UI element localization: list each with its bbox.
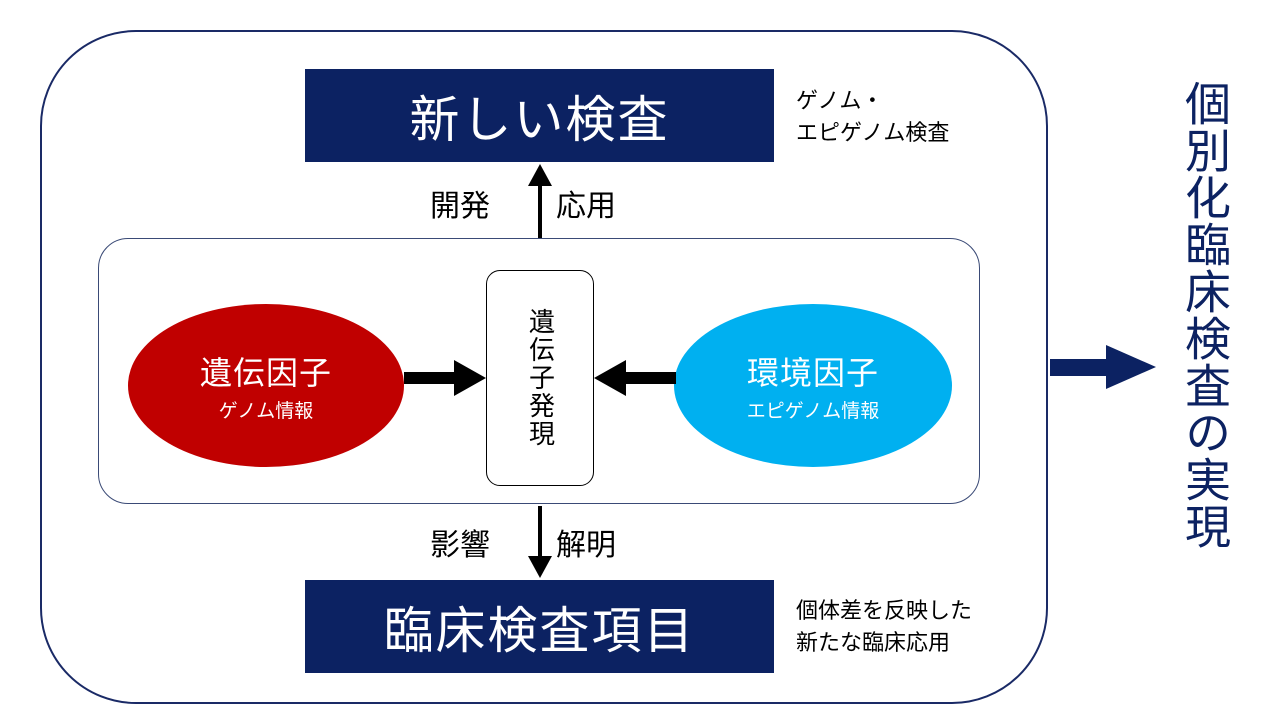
new-test-box: 新しい検査: [305, 69, 774, 162]
elucidate-label: 解明: [556, 528, 616, 563]
gene-expression-label: 遺伝子発現: [524, 308, 555, 448]
environmental-factor-subtitle: エピゲノム情報: [746, 400, 880, 422]
clinical-test-note-line1: 個体差を反映した: [796, 599, 973, 624]
develop-label: 開発: [430, 189, 490, 224]
influence-label: 影響: [430, 528, 490, 563]
new-test-label: 新しい検査: [409, 90, 670, 149]
up-arrow: [528, 164, 552, 238]
genetic-factor-title: 遺伝因子: [199, 354, 332, 392]
new-test-note-line2: エピゲノム検査: [796, 121, 950, 146]
genetic-factor-subtitle: ゲノム情報: [218, 400, 314, 422]
apply-label: 応用: [556, 189, 616, 224]
clinical-test-items-box: 臨床検査項目: [305, 580, 774, 673]
gene-expression-box: 遺伝子発現: [486, 270, 594, 486]
new-test-note-line1: ゲノム・: [796, 89, 884, 114]
outer-frame: [40, 30, 1048, 704]
clinical-test-note-line2: 新たな臨床応用: [796, 631, 951, 656]
outcome-arrow: [1050, 345, 1156, 389]
environmental-factor-ellipse: 環境因子 エピゲノム情報: [674, 304, 952, 467]
new-test-note: ゲノム・ エピゲノム検査: [796, 86, 949, 150]
arrow-genetic-to-expression: [404, 360, 486, 396]
genetic-factor-ellipse: 遺伝因子 ゲノム情報: [128, 304, 404, 467]
arrow-environment-to-expression: [594, 360, 676, 396]
clinical-test-items-label: 臨床検査項目: [383, 601, 696, 660]
down-arrow: [528, 506, 552, 578]
outcome-title: 個別化臨床検査の実現: [1170, 80, 1240, 660]
clinical-test-note: 個体差を反映した 新たな臨床応用: [796, 596, 972, 660]
outcome-label: 個別化臨床検査の実現: [1178, 80, 1232, 550]
environmental-factor-title: 環境因子: [746, 354, 879, 392]
